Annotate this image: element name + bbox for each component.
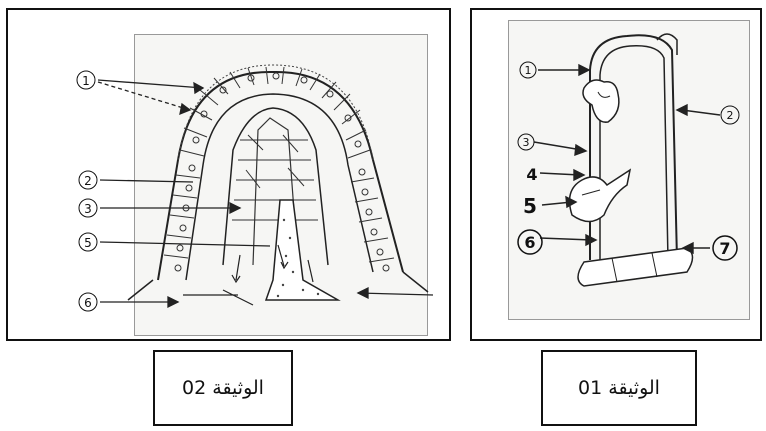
villus-diagram: 1 2 3 5 6 xyxy=(8,10,453,343)
doc1-label-3: 3 xyxy=(523,136,530,149)
doc1-caption: الوثيقة 01 xyxy=(541,350,697,426)
doc1-label-1: 1 xyxy=(525,64,532,77)
doc1-panel: 1 2 3 4 5 6 7 xyxy=(470,8,762,341)
doc1-label-4: 4 xyxy=(526,165,537,184)
doc1-label-7: 7 xyxy=(719,239,730,258)
digestive-vessels-diagram: 1 2 3 4 5 6 7 xyxy=(472,10,764,343)
doc1-label-2: 2 xyxy=(727,109,734,122)
doc2-panel: 1 2 3 5 6 xyxy=(6,8,451,341)
doc2-caption-text: الوثيقة 02 xyxy=(182,377,264,399)
doc1-label-6: 6 xyxy=(524,233,535,252)
doc2-label-6: 6 xyxy=(84,296,92,310)
doc2-label-3: 3 xyxy=(84,202,92,216)
doc2-labels: 1 2 3 5 6 xyxy=(77,71,97,311)
doc2-label-1: 1 xyxy=(82,74,90,88)
doc1-labels: 1 2 3 4 5 6 7 xyxy=(518,62,739,260)
doc2-label-5: 5 xyxy=(84,236,92,250)
doc2-label-2: 2 xyxy=(84,174,92,188)
doc1-caption-text: الوثيقة 01 xyxy=(578,377,660,399)
doc1-label-5: 5 xyxy=(523,194,537,218)
doc2-caption: الوثيقة 02 xyxy=(153,350,293,426)
